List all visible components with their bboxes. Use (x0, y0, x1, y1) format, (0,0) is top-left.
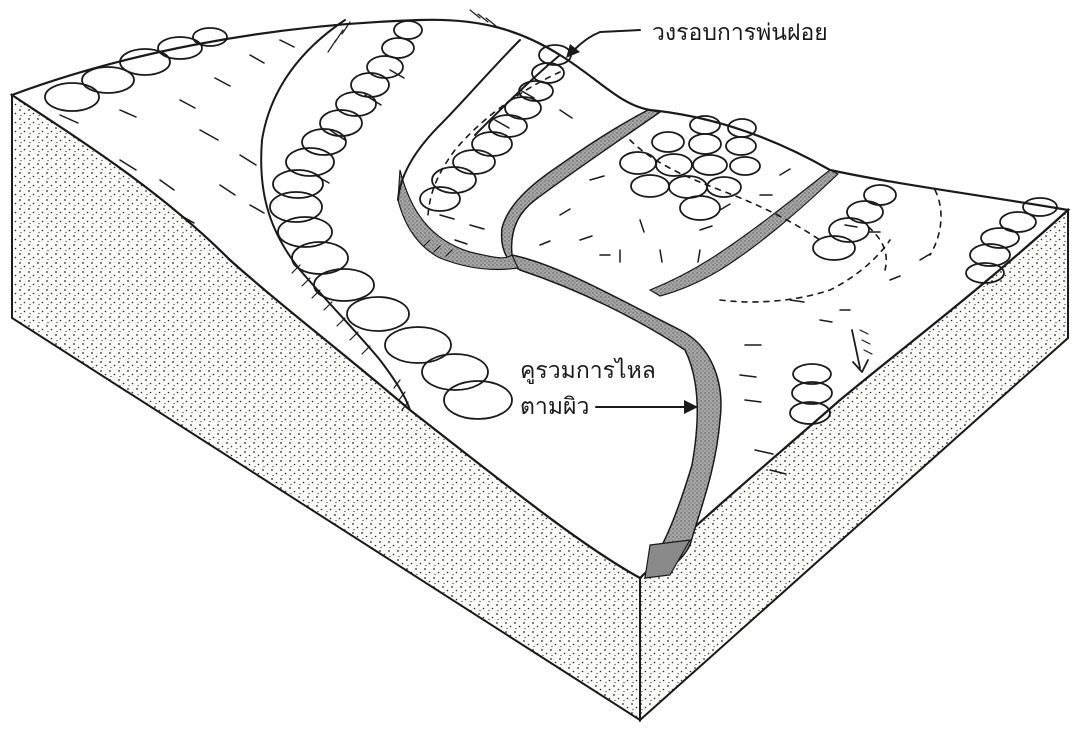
leader-arrow-sprinkler (574, 30, 640, 50)
label-sprinkler-circles: วงรอบการพ่นฝอย (652, 20, 828, 46)
label-sprinkler-circles-callout: วงรอบการพ่นฝอย (566, 20, 828, 58)
label-ditch-line2: ตามผิว (520, 394, 589, 420)
label-ditch-line1: คูรวมการไหล (520, 357, 656, 384)
